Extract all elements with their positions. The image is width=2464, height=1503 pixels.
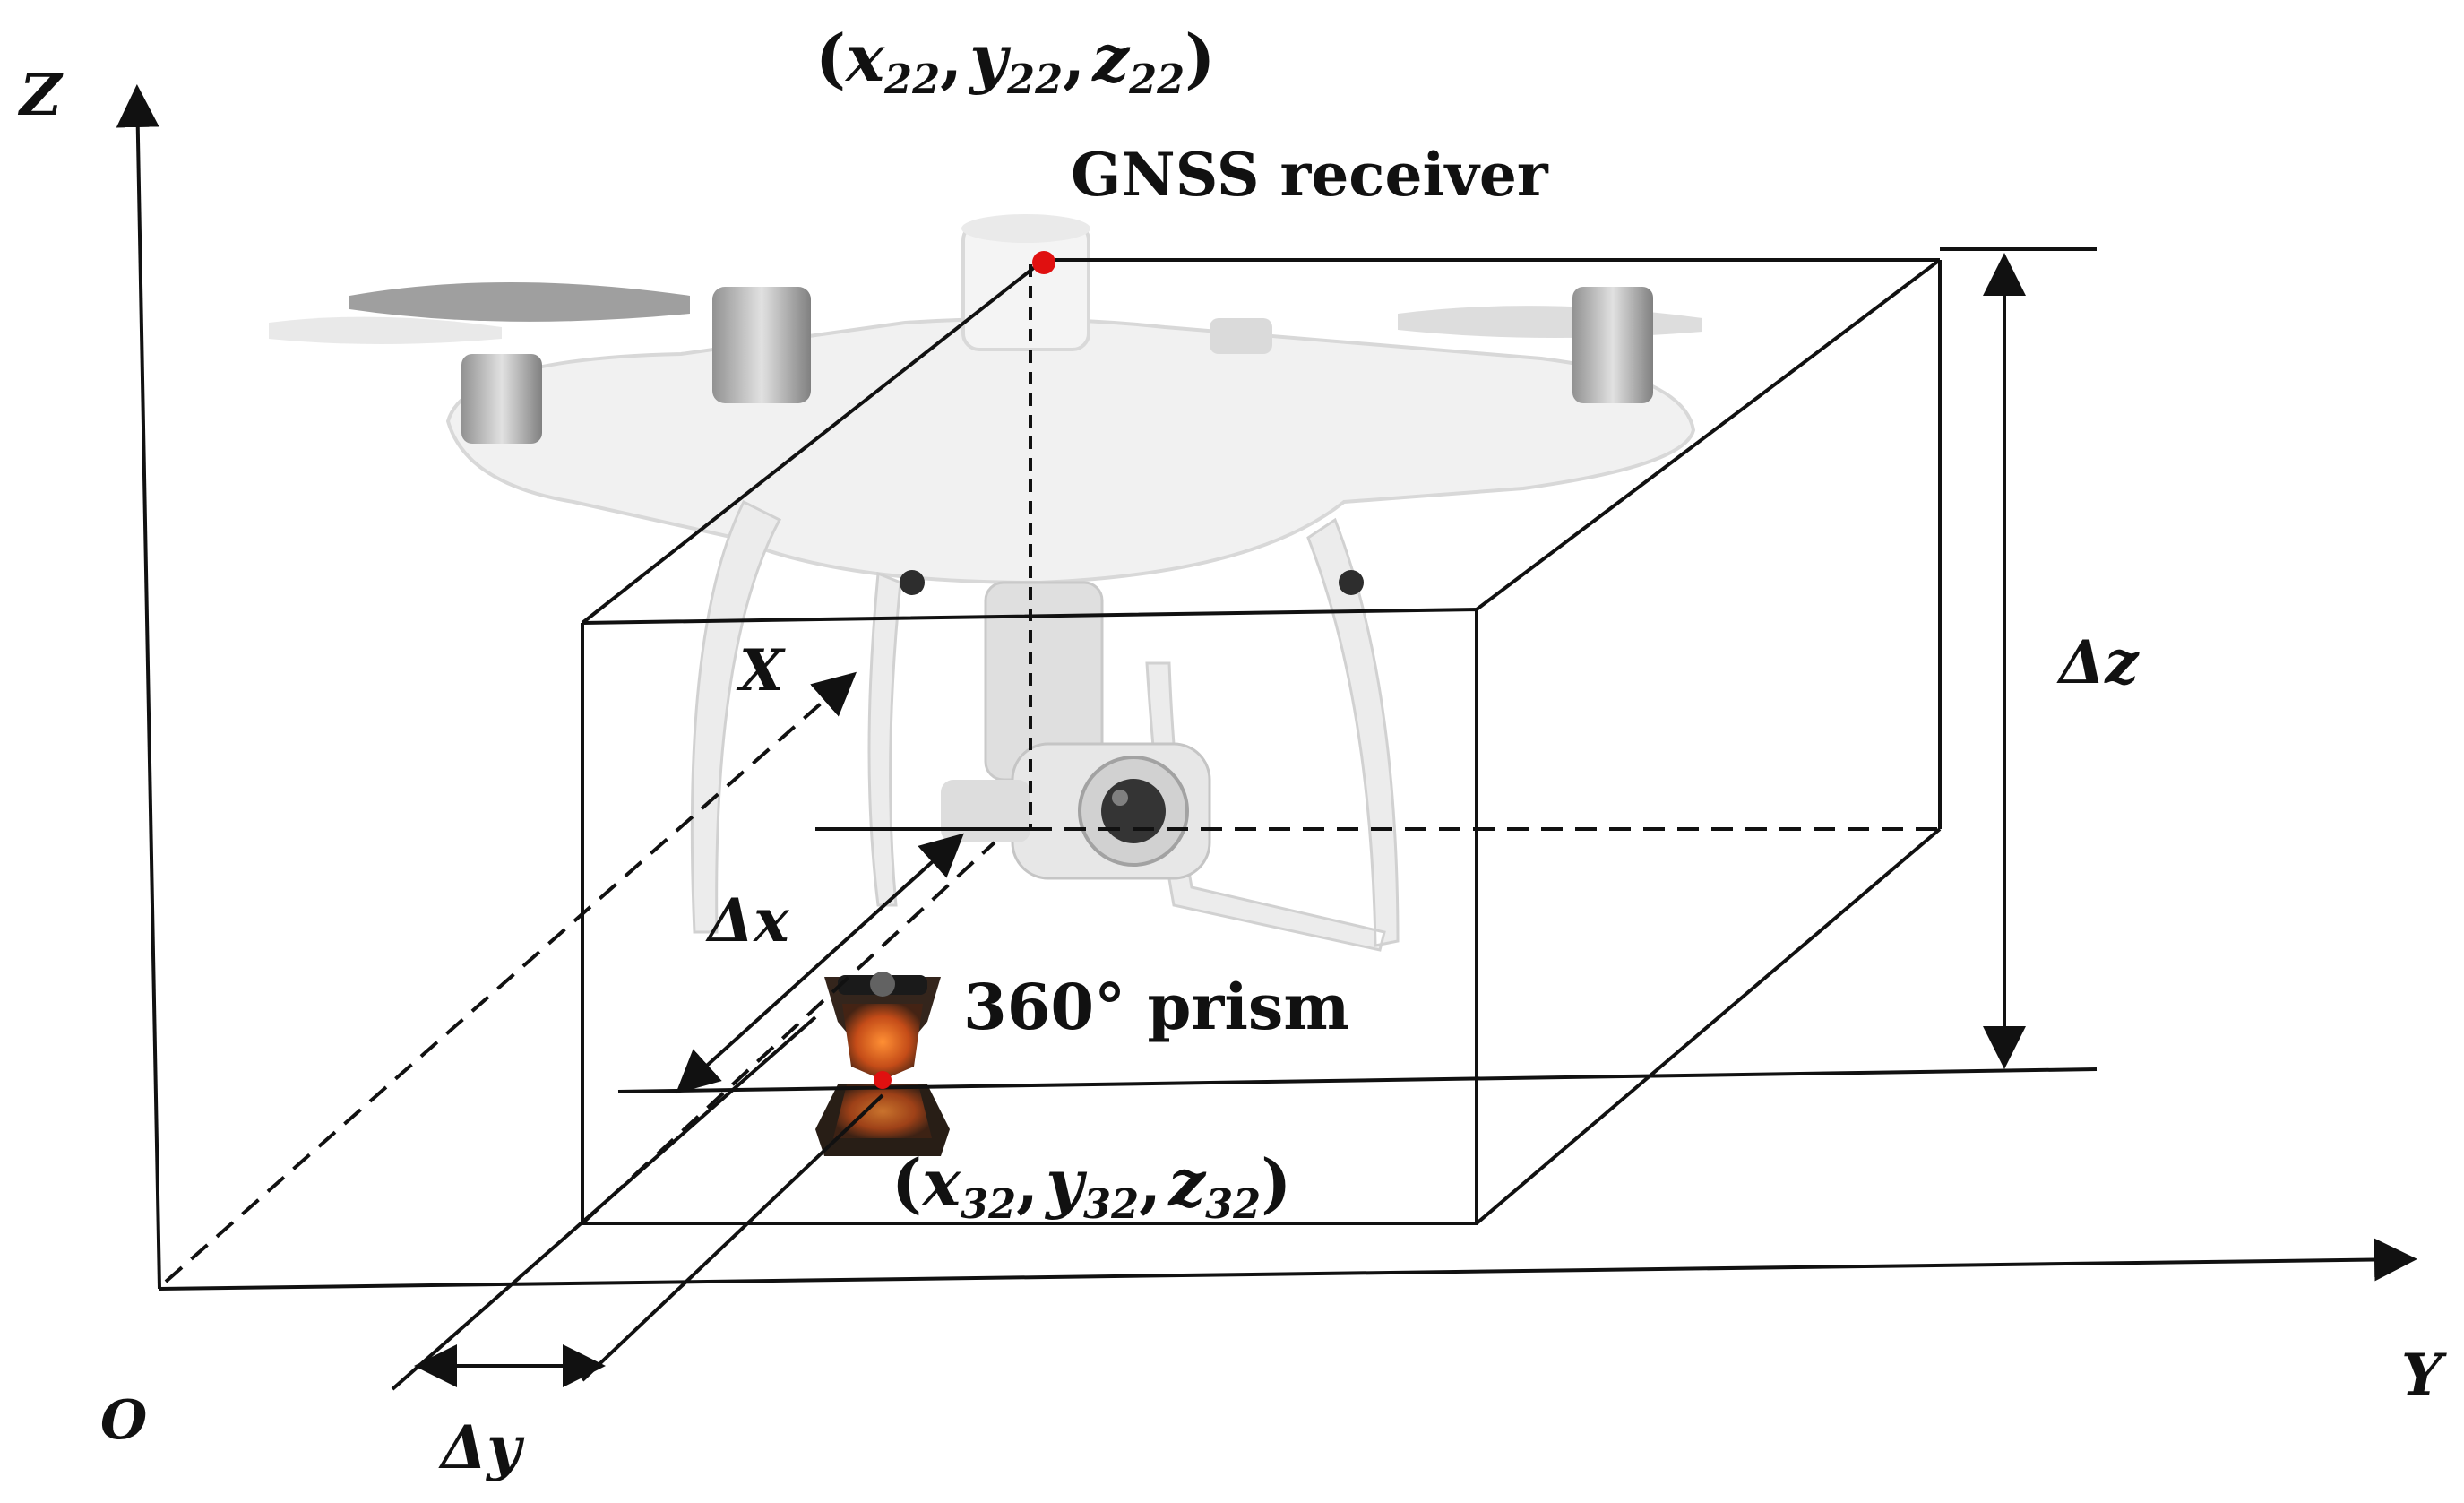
gnss-point-marker [1032,251,1055,274]
offset-box [581,247,2098,1225]
propeller-right [1398,306,1702,339]
drone-illustration [269,214,1702,1156]
box-top-right-diagonal [1475,258,1942,611]
dx-extension-low [391,1015,817,1391]
y-axis-label: Y [2401,1342,2447,1409]
origin-label: O [100,1389,147,1452]
motor-front-right [1572,287,1653,403]
dimension-arrows [391,253,2026,1391]
dz-label: Δz [2056,627,2140,697]
prism-level-line [617,1067,2098,1093]
x-axis-dashed [164,671,857,1283]
box-bottom-right-diagonal [1475,827,1942,1225]
prism-coordinates: (x32,y32,z32) [892,1145,1291,1228]
z-axis-label: Z [17,62,64,129]
box-top-left-diagonal [581,258,1046,625]
gnss-coordinates: (x22,y22,z22) [815,20,1215,103]
prism-label: 360° prism [963,970,1349,1044]
gnss-receiver-label: GNSS receiver [1071,140,1549,210]
y-axis [159,1238,2417,1291]
z-axis [116,84,161,1290]
prism-360 [815,972,950,1156]
motor-front-left [712,287,811,403]
drone-body [445,317,1696,585]
propeller-left [349,282,690,322]
dx-label: Δx [705,885,789,955]
prism-point-marker [874,1071,892,1089]
x-axis-label: X [736,637,786,704]
dx-extension-high [581,1093,884,1382]
dx-arrow [676,833,964,1094]
motor-rear-left [461,354,542,444]
dy-label: Δy [438,1412,525,1482]
coordinate-axes [116,84,2417,1291]
